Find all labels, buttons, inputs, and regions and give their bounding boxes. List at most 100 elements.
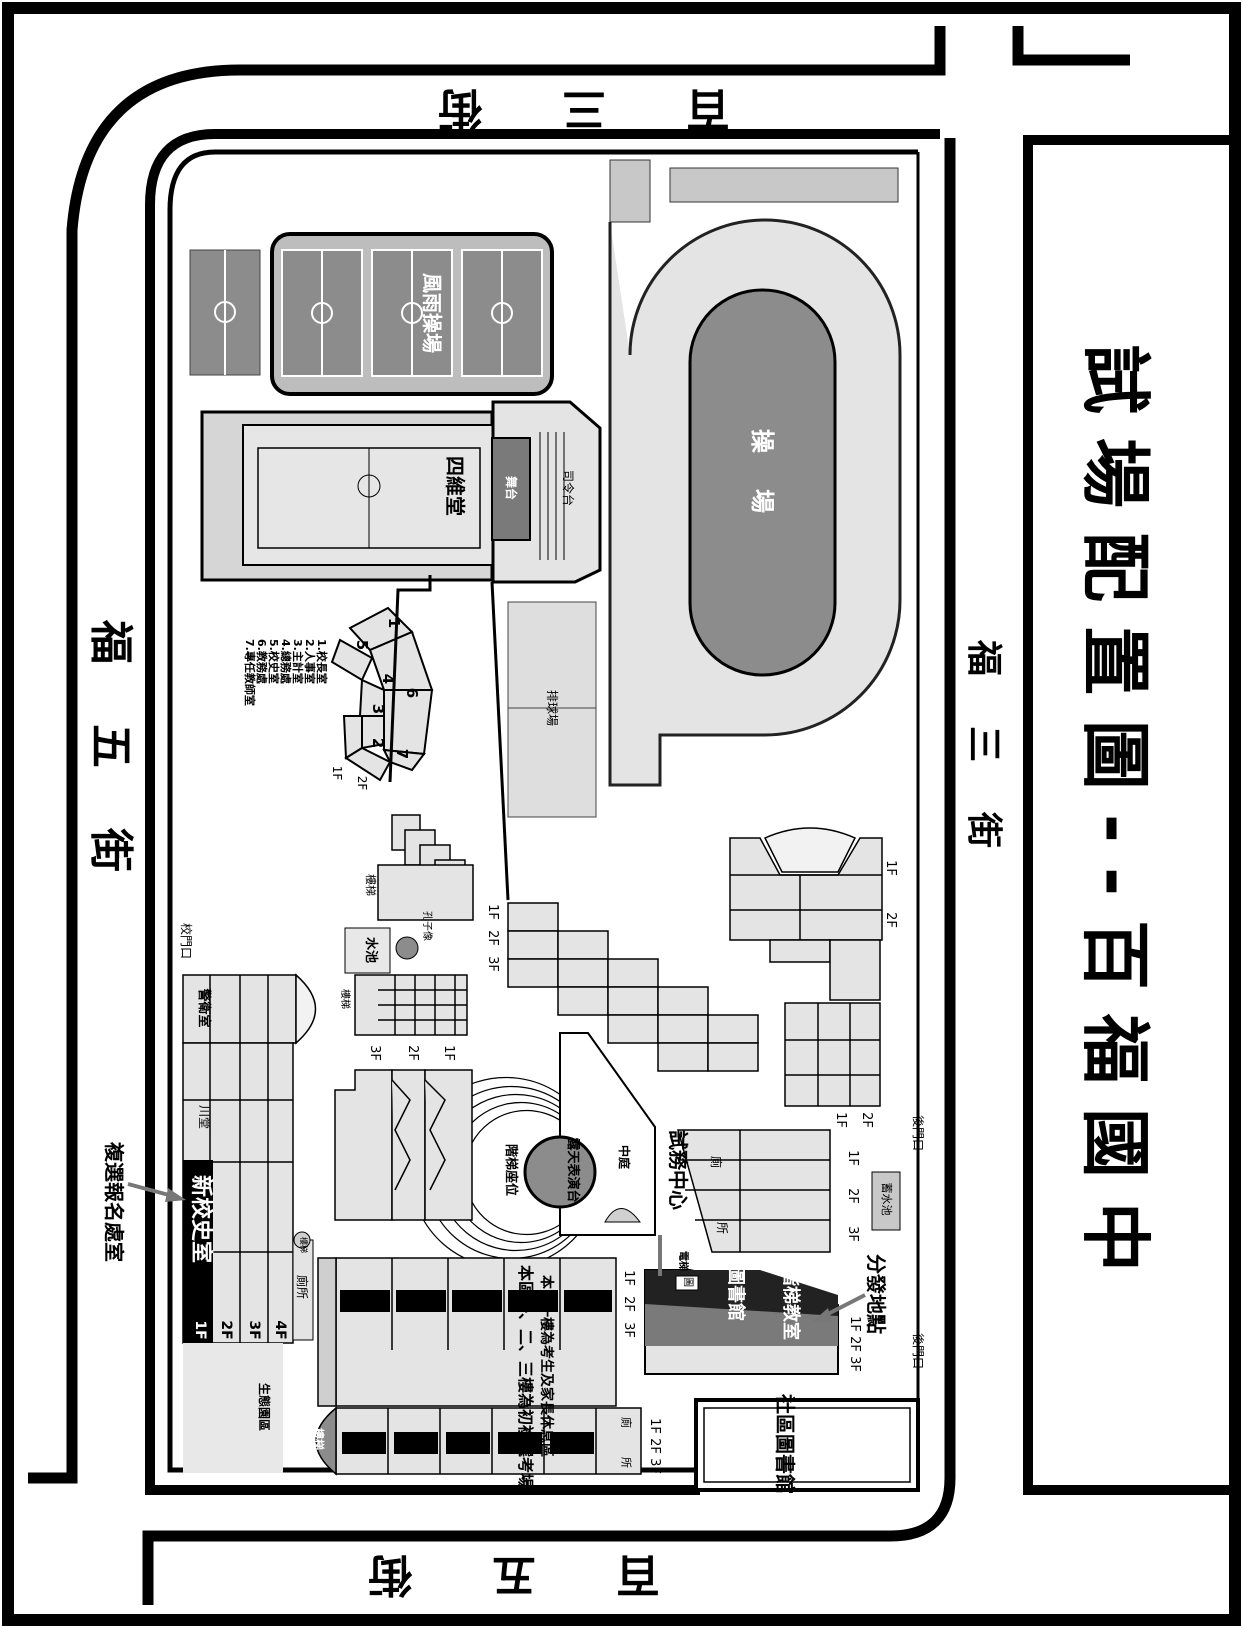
courtyard-ornament bbox=[604, 1208, 641, 1223]
stage-area bbox=[491, 437, 531, 541]
east-bottom-1f: 1F bbox=[833, 1112, 848, 1128]
toilet-a: 廁 bbox=[709, 1155, 723, 1168]
admin-item-1: 1.校長室 bbox=[315, 639, 328, 684]
admin-item-7: 7.專任教師室 bbox=[243, 639, 256, 706]
class-floor-1f: 1F bbox=[441, 1045, 456, 1061]
admin-item-2: 2.人事室 bbox=[303, 639, 316, 684]
podium-label: 司令台 bbox=[561, 469, 575, 506]
courtyard-label: 中庭 bbox=[617, 1144, 631, 1169]
exam-floor-3f: 3F bbox=[621, 1322, 636, 1338]
community-library-inner bbox=[703, 1407, 911, 1483]
exam-area-2: 本區一、二、三樓為初複選考場 bbox=[516, 1264, 535, 1489]
toilet-d: 所 bbox=[619, 1457, 633, 1468]
stair-floor-1f: 1F bbox=[485, 904, 500, 920]
community-library-label: 社區圖書館 bbox=[773, 1394, 797, 1494]
room-number-4: 4 bbox=[379, 673, 397, 685]
community-library-box bbox=[694, 1398, 920, 1492]
admin-list: 1.校長室 2.人事室 3.主計室 4.總務處 5.校史室 6.教務處 7.專任… bbox=[196, 639, 328, 728]
east-mid-2f: 2F bbox=[845, 1188, 860, 1204]
podium-steps bbox=[539, 432, 565, 560]
room-number-2: 2 bbox=[369, 737, 387, 749]
admin-item-6: 6.教務處 bbox=[255, 639, 268, 684]
track-field bbox=[688, 288, 837, 677]
stair-floor-3f: 3F bbox=[485, 956, 500, 972]
court-lines bbox=[214, 249, 543, 377]
chuan-hall-label: 川堂 bbox=[197, 1104, 211, 1129]
title-bracket bbox=[1023, 135, 1230, 1495]
east-building-mid bbox=[677, 1129, 831, 1253]
eco-garden-area bbox=[183, 1343, 283, 1473]
new-history-room-label: 新校史室 bbox=[188, 1174, 213, 1263]
hall-court-circle bbox=[357, 474, 381, 498]
confucius-label: 孔子像 bbox=[421, 911, 432, 941]
library-badge: 圖 bbox=[682, 1277, 693, 1287]
road-outer-line bbox=[28, 26, 946, 1484]
street-left-text: 福五街 bbox=[85, 620, 136, 890]
street-top: 百三街 bbox=[358, 83, 730, 134]
stage-label: 舞台 bbox=[504, 475, 518, 500]
water-tank-label: 蓄水池 bbox=[880, 1182, 893, 1216]
water-tank-box bbox=[871, 1171, 901, 1231]
exam-center-label: 試務中心 bbox=[666, 1130, 690, 1210]
admin-floor-1f: 1F bbox=[330, 765, 344, 781]
east-mid-1f: 1F bbox=[845, 1150, 860, 1166]
library-floor-3f: 3F bbox=[847, 1356, 862, 1372]
room-number-3: 3 bbox=[369, 703, 387, 715]
amphitheater-stage bbox=[523, 1135, 597, 1209]
water-pond bbox=[344, 927, 391, 974]
street-right-text: 福三街 bbox=[963, 640, 1004, 880]
street-left: 福五街 bbox=[82, 620, 138, 890]
west-floor-3f: 3F bbox=[246, 1320, 262, 1340]
west-floor-2f: 2F bbox=[218, 1320, 234, 1340]
amphitheater-label: 露天表演台 bbox=[565, 1137, 580, 1203]
track-field-label: 操場 bbox=[748, 429, 776, 549]
admin-list-inner: 1.校長室 2.人事室 3.主計室 4.總務處 5.校史室 6.教務處 7.專任… bbox=[197, 639, 328, 727]
siwei-hall-label: 四維堂 bbox=[443, 456, 467, 516]
south-block-dark-bars bbox=[342, 1432, 594, 1454]
toilet-c: 廁 bbox=[619, 1417, 633, 1428]
school-gate-label: 校門口 bbox=[179, 922, 193, 959]
room-number-1: 1 bbox=[385, 617, 403, 629]
central-classroom-block bbox=[334, 1069, 473, 1221]
stair-classroom-label: 階梯教室 bbox=[780, 1268, 801, 1340]
toilet-label: 廁所 bbox=[295, 1274, 309, 1299]
admin-item-4: 4.總務處 bbox=[279, 639, 292, 684]
room-number-5: 5 bbox=[353, 639, 371, 651]
exam-block bbox=[317, 1257, 617, 1407]
stairs-label-d: 樓梯 bbox=[299, 1237, 308, 1253]
stair-block bbox=[354, 814, 474, 1036]
east-bottom-2f: 2F bbox=[859, 1112, 874, 1128]
dispatch-arrowhead bbox=[812, 1308, 832, 1322]
exam-floor-2f: 2F bbox=[621, 1296, 636, 1312]
guard-room-label: 警衛室 bbox=[196, 988, 211, 1028]
east-mid-3f: 3F bbox=[845, 1226, 860, 1242]
back-gate-1: 後門口 bbox=[911, 1114, 925, 1151]
stair-floor-2f: 2F bbox=[485, 930, 500, 946]
water-pond-label: 水池 bbox=[363, 936, 378, 963]
class-floor-2f: 2F bbox=[405, 1045, 420, 1061]
diagonal-classroom-block bbox=[507, 902, 759, 1072]
back-gate-2: 後門口 bbox=[911, 1332, 925, 1369]
exam-block-dark-bars bbox=[340, 1290, 612, 1312]
rain-field-label: 風雨操場 bbox=[420, 273, 444, 353]
stairs-label-a: 樓梯 bbox=[364, 874, 377, 896]
exam-area-1: 本區一樓為考生及家長休息區 bbox=[538, 1275, 554, 1457]
retest-arrowhead bbox=[165, 1188, 186, 1202]
new-history-room-block bbox=[183, 1160, 213, 1345]
admin-item-5: 5.校史室 bbox=[267, 639, 280, 684]
elevator-label: 電梯 bbox=[677, 1251, 688, 1271]
library-top-label: 圖書館 bbox=[725, 1267, 746, 1321]
room-number-7: 7 bbox=[393, 748, 411, 760]
admin-item-3: 3.主計室 bbox=[291, 639, 304, 684]
library-badge-box bbox=[675, 1275, 699, 1291]
stairs-label-b: 樓梯 bbox=[339, 989, 350, 1009]
campus-boundary-outer bbox=[145, 129, 940, 1495]
south-floor-3f: 3F bbox=[647, 1458, 662, 1474]
eco-garden-label: 生態園區 bbox=[257, 1382, 271, 1431]
dispatch-point-label: 分發地點 bbox=[864, 1254, 888, 1334]
retest-registration-label: 複選報名處室 bbox=[102, 1142, 126, 1262]
audience-label: 階梯座位 bbox=[503, 1143, 518, 1196]
volleyball-court bbox=[507, 601, 597, 818]
